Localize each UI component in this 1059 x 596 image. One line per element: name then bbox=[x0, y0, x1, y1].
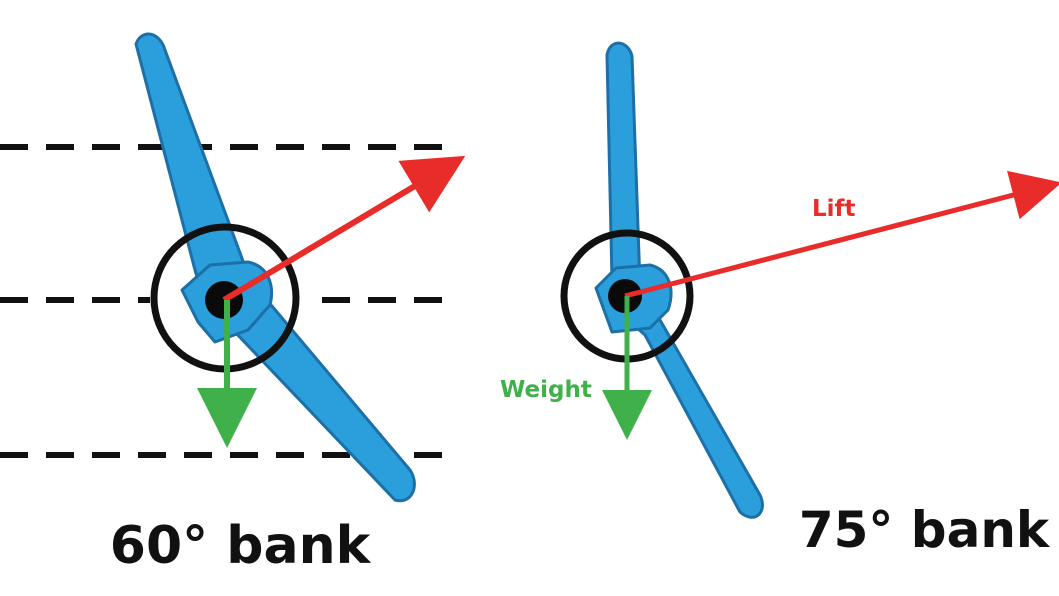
lift-label: Lift bbox=[812, 196, 856, 222]
panel-60-bank: 60° bank bbox=[0, 32, 466, 576]
bank-label-60: 60° bank bbox=[110, 516, 372, 576]
weight-label: Weight bbox=[500, 377, 592, 403]
lift-arrow bbox=[624, 170, 1059, 299]
bank-label-75: 75° bank bbox=[799, 501, 1051, 559]
panel-75-bank: Lift Weight 75° bank bbox=[500, 41, 1059, 559]
lift-arrow bbox=[222, 155, 466, 303]
